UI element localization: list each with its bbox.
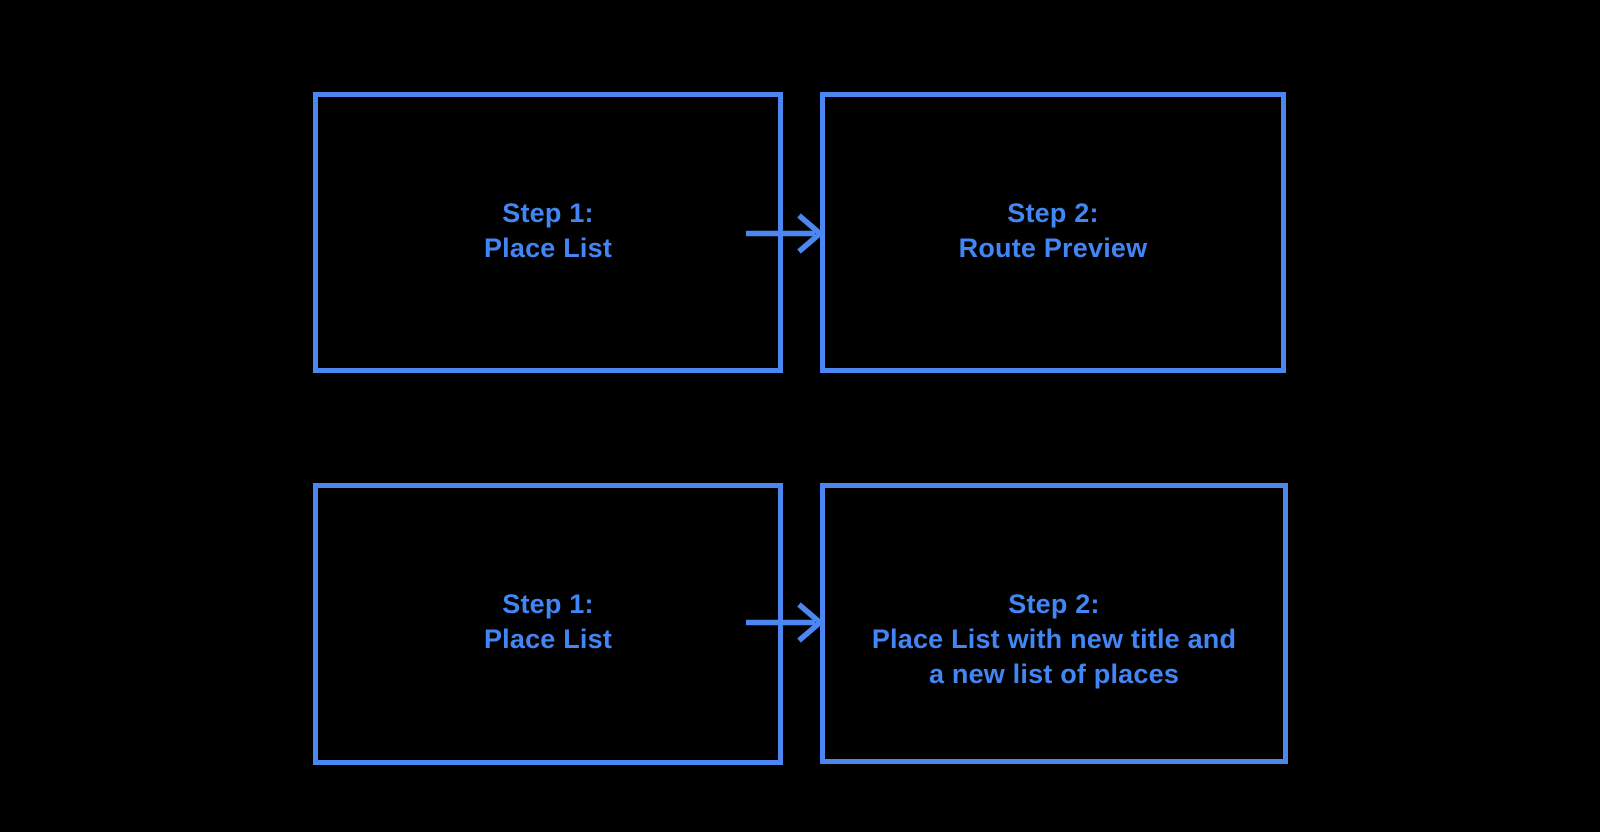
flow-box-row2-step2: Step 2: Place List with new title and a … — [820, 483, 1288, 764]
box-text-line: Place List with new title and — [871, 624, 1237, 654]
box-text-line: Step 2: — [1008, 589, 1100, 619]
flow-box-row2-step1: Step 1: Place List — [313, 483, 783, 765]
box-text-line: Place List — [483, 624, 613, 654]
flow-box-row1-step1: Step 1: Place List — [313, 92, 783, 373]
box-text-line: Place List — [483, 233, 613, 263]
box-text-line: Step 1: — [502, 589, 594, 619]
box-text-line: Step 1: — [502, 198, 594, 228]
box-text-line: Step 2: — [1007, 198, 1099, 228]
box-text-line: a new list of places — [928, 659, 1180, 689]
box-text-line: Route Preview — [958, 233, 1148, 263]
flow-box-row1-step2: Step 2: Route Preview — [820, 92, 1286, 373]
